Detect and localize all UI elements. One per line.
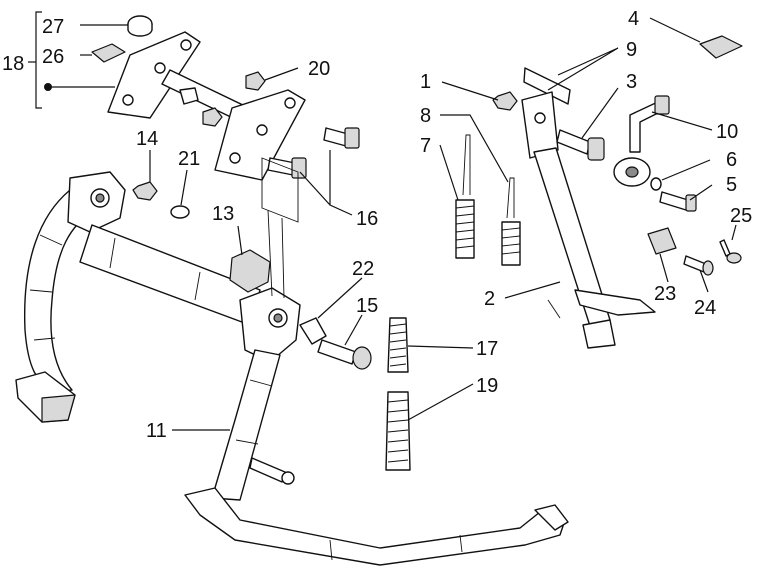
callout-23: 23: [654, 283, 676, 305]
spacer-22: [299, 317, 327, 345]
washer-5: [650, 177, 662, 191]
callout-27: 27: [42, 16, 64, 38]
callout-3: 3: [626, 71, 637, 93]
bolt-5: [659, 191, 697, 212]
callout-24: 24: [694, 297, 716, 319]
assembly-dot: [44, 83, 52, 91]
rubber-pad-6: [613, 157, 651, 187]
nut-14: [132, 181, 158, 201]
callout-7: 7: [420, 135, 431, 157]
callout-21: 21: [178, 148, 200, 170]
bolt-3: [556, 129, 605, 161]
bracket-13: [229, 249, 271, 293]
spring-8: [501, 177, 521, 266]
bracket-10: [629, 95, 670, 153]
bushing-27: [127, 15, 153, 37]
clip-23: [647, 227, 677, 255]
screw-25: [719, 239, 742, 264]
bolts-16: [267, 127, 360, 179]
callout-26: 26: [42, 46, 64, 68]
leader-lines: [28, 11, 737, 431]
main-stand: [15, 171, 569, 566]
callout-5: 5: [726, 174, 737, 196]
spring-7: [455, 134, 475, 259]
callout-2: 2: [484, 288, 495, 310]
callout-8: 8: [420, 105, 431, 127]
callout-9: 9: [626, 39, 637, 61]
callout-1: 1: [420, 71, 431, 93]
callout-25: 25: [730, 205, 752, 227]
callout-17: 17: [476, 338, 498, 360]
callout-19: 19: [476, 375, 498, 397]
spring-17: [387, 317, 409, 373]
callouts: 27 26 18 20 14 21 13 16 22 15 17 19 11 1…: [2, 8, 752, 442]
nut-1: [492, 91, 518, 111]
callout-18: 18: [2, 53, 24, 75]
spring-19: [385, 391, 411, 471]
callout-4: 4: [628, 8, 639, 30]
callout-15: 15: [356, 295, 378, 317]
callout-10: 10: [716, 121, 738, 143]
side-stand: [521, 67, 656, 349]
clip-4: [699, 35, 743, 59]
callout-13: 13: [212, 203, 234, 225]
bolt-15: [317, 339, 372, 370]
callout-16: 16: [356, 208, 378, 230]
callout-14: 14: [136, 128, 158, 150]
screw-24: [683, 255, 714, 276]
decal-outline: [261, 157, 299, 223]
washer-21: [170, 205, 190, 219]
mounting-plate-assembly: [107, 31, 306, 181]
clip-26: [91, 43, 126, 63]
callout-20: 20: [308, 58, 330, 80]
callout-6: 6: [726, 149, 737, 171]
callout-11: 11: [146, 420, 167, 442]
callout-22: 22: [352, 258, 374, 280]
